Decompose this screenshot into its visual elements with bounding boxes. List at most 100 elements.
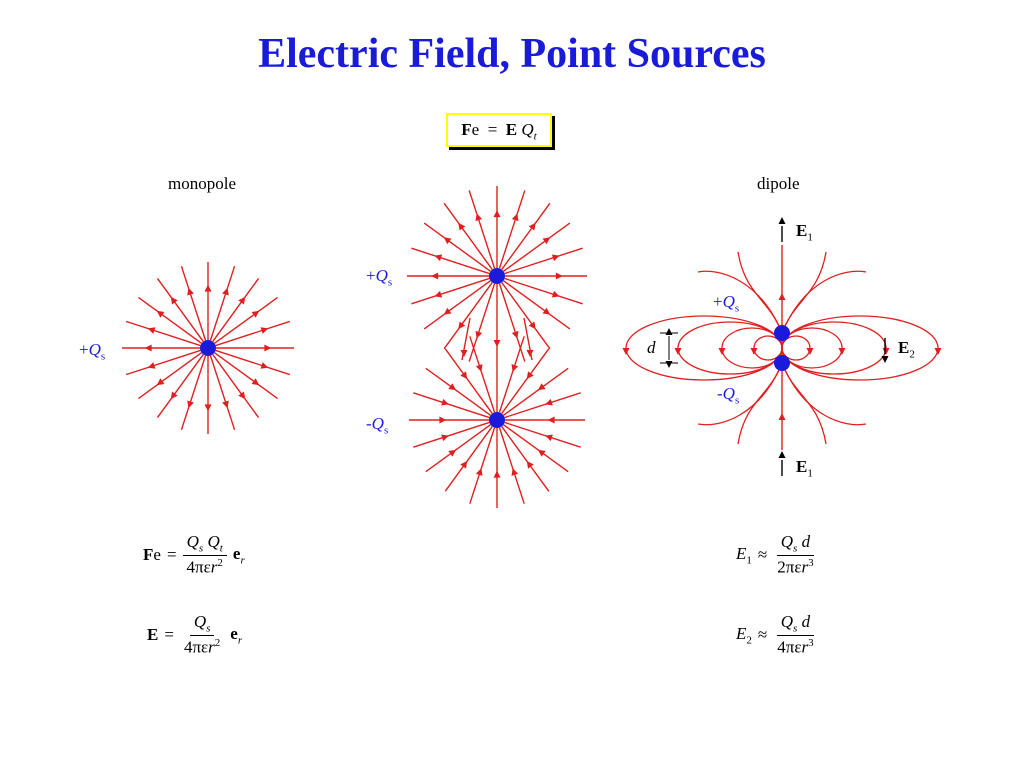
negative-source-arrow	[547, 416, 555, 424]
positive-source-arrow	[458, 321, 466, 330]
force-symbol: F	[461, 120, 472, 139]
positive-source-arrow	[542, 237, 551, 245]
monopole-arrow	[170, 391, 178, 400]
monopole-field-line	[156, 354, 204, 418]
monopole-label: monopole	[168, 174, 236, 193]
monopole-arrow	[147, 327, 156, 334]
positive-source-arrow	[528, 321, 536, 330]
e2-label: E2	[898, 338, 915, 361]
positive-source-arrow	[475, 330, 483, 339]
negative-source-arrow	[448, 383, 457, 391]
dipole-outer-field-line	[781, 362, 827, 445]
negative-source-arrow	[511, 468, 519, 476]
positive-source-arrow	[431, 272, 439, 280]
monopole-charge	[200, 340, 216, 356]
page-title: Electric Field, Point Sources	[258, 31, 766, 77]
monopole-field-line	[156, 278, 204, 342]
negative-source-arrow	[537, 383, 546, 391]
monopole-arrow	[170, 296, 178, 305]
negative-source-arrow	[441, 398, 449, 406]
dipole-arrow	[778, 413, 786, 420]
negative-source-field-line	[504, 392, 581, 419]
monopole-arrow	[238, 391, 246, 400]
negative-source-field-line	[413, 421, 490, 448]
e1-bottom-label: E1	[796, 457, 813, 480]
positive-source-field-line	[498, 283, 526, 362]
e1-top-label: E1	[796, 221, 813, 244]
positive-source-arrow	[511, 330, 519, 339]
monopole-arrow	[222, 287, 229, 296]
negative-source-field-line	[469, 336, 496, 413]
negative-source-arrow	[526, 371, 534, 380]
positive-source-field-line	[468, 190, 496, 269]
negative-source-field-line	[413, 392, 490, 419]
positive-source-field-line	[503, 222, 571, 272]
monopole-field-line	[125, 349, 201, 376]
positive-source-field-line	[411, 247, 490, 275]
negative-source-arrow	[475, 364, 483, 372]
positive-source-arrow	[528, 222, 536, 231]
dipole-arrow	[838, 348, 846, 355]
monopole-arrow	[187, 287, 194, 296]
dipole-arrow	[934, 348, 942, 355]
dipole-positive-charge-label: +Qs	[713, 292, 740, 315]
negative-source-arrow	[545, 398, 553, 406]
negative-source-field-line	[498, 427, 525, 504]
monopole-arrow	[238, 296, 246, 305]
connecting-arrow	[493, 340, 501, 347]
monopole-field-line	[125, 320, 201, 347]
negative-charge	[489, 412, 505, 428]
separation-label: d	[647, 338, 656, 357]
monopole-arrow	[187, 400, 194, 409]
monopole-field-line	[212, 278, 260, 342]
positive-source-arrow	[542, 307, 551, 315]
negative-source-field-line	[504, 421, 581, 448]
positive-source-field-line	[504, 277, 583, 305]
negative-source-field-line	[444, 348, 493, 414]
monopole-arrow	[251, 378, 260, 386]
dipole-loop-right	[781, 321, 887, 375]
separation-arrow	[665, 361, 673, 368]
positive-source-field-line	[423, 222, 491, 272]
dipole-outer-field-line	[737, 362, 783, 445]
dipole-arrow	[806, 348, 814, 355]
dipole-arrow	[622, 348, 630, 355]
negative-source-arrow	[475, 468, 483, 476]
negative-source-field-line	[501, 348, 550, 414]
positive-source-arrow	[443, 307, 452, 315]
positive-source-field-line	[423, 280, 491, 330]
dipole-arrow	[778, 293, 786, 300]
e2-equation: E2 ≈ Qs d 4πεr3	[736, 612, 815, 658]
positive-source-arrow	[493, 210, 501, 218]
dipole-positive-charge	[774, 325, 790, 341]
charge-subscript: t	[533, 130, 537, 143]
negative-source-arrow	[460, 460, 468, 469]
dipole-arrow	[674, 348, 682, 355]
separation-arrow	[665, 328, 673, 335]
monopole-arrow	[204, 284, 212, 292]
positive-source-field-line	[501, 282, 551, 350]
monopole-arrow	[204, 404, 212, 412]
force-subscript: e	[471, 120, 480, 139]
pair-negative-charge-label: -Qs	[366, 414, 389, 437]
monopole-field-line	[214, 352, 278, 400]
monopole-arrow	[251, 310, 260, 318]
negative-source-field-line	[498, 336, 525, 413]
positive-source-arrow	[434, 254, 443, 262]
monopole-arrow	[260, 327, 269, 334]
positive-source-field-line	[504, 247, 583, 275]
monopole-field-line	[212, 354, 260, 418]
negative-source-arrow	[511, 364, 519, 372]
field-symbol: E	[505, 120, 518, 139]
pair-positive-charge-label: +Qs	[366, 266, 393, 289]
dipole-outer-field-line	[737, 251, 783, 334]
monopole-field-line	[138, 352, 202, 400]
dipole-negative-charge-label: -Qs	[717, 384, 740, 407]
monopole-field-line	[138, 296, 202, 344]
negative-source-field-line	[501, 426, 550, 492]
monopole-field-line	[180, 355, 207, 431]
monopole-arrow	[156, 378, 165, 386]
force-equation: Fe = Qs Qt 4πεr2 er	[143, 532, 245, 578]
positive-source-arrow	[434, 290, 443, 298]
negative-source-arrow	[545, 434, 553, 442]
